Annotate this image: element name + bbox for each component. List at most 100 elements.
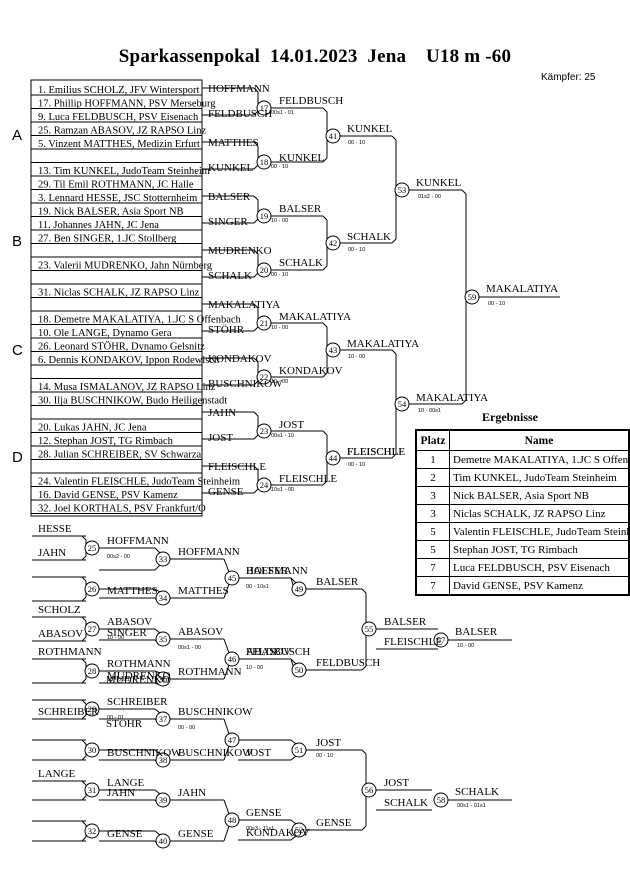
result-name: Demetre MAKALATIYA, 1.JC S Offenbach <box>449 450 630 469</box>
competitor-label: FLEISCHLE <box>279 473 337 485</box>
match-score: 00 - 10 <box>348 247 365 253</box>
match-number: 39 <box>159 795 168 805</box>
match-number-circle <box>84 782 100 798</box>
competitor-label: BALSER <box>316 576 359 588</box>
bracket-line <box>322 107 328 113</box>
match-number-circle <box>291 581 307 597</box>
match-score: 00 - 10s1 <box>246 584 269 590</box>
match-score: 10 - 00 <box>457 643 474 649</box>
draw-entry: 13. Tim KUNKEL, JudoTeam Steinheim <box>38 166 210 177</box>
competitor-label: MAKALATIYA <box>347 338 419 350</box>
draw-entry: 11. Johannes JAHN, JC Jena <box>38 220 159 231</box>
draw-entry: 12. Stephan JOST, TG Rimbach <box>38 436 174 447</box>
page-title: Sparkassenpokal 14.01.2023 Jena U18 m -6… <box>118 46 512 67</box>
competitor-label: SCHALK <box>279 257 323 269</box>
competitor-label: HOFFMANN <box>246 565 308 577</box>
bracket-line <box>81 555 87 561</box>
competitor-label: KONDAKOV <box>279 365 343 377</box>
bracket-line <box>361 749 367 755</box>
match-score: 10 - 00 <box>348 354 365 360</box>
competitor-label: SCHALK <box>455 786 499 798</box>
result-place: 5 <box>415 540 450 559</box>
match-number-circle <box>155 590 171 606</box>
match-number: 29 <box>88 704 97 714</box>
draw-entry: 1. Emilius SCHOLZ, JFV Wintersport <box>38 85 199 96</box>
draw-entry: 32. Joel KORTHALS, PSV Frankfurt/O <box>38 504 206 515</box>
match-number: 51 <box>295 745 304 755</box>
result-name: Nick BALSER, Asia Sport NB <box>449 486 630 505</box>
competitor-label: SINGER <box>208 216 248 228</box>
bracket-line <box>81 616 87 622</box>
competitor-label: JOST <box>316 737 341 749</box>
draw-entry: 5. Vinzent MATTHES, Medizin Erfurt <box>38 139 200 150</box>
match-number: 48 <box>228 815 237 825</box>
match-score: 00 - 01 <box>107 715 124 721</box>
match-score: 10 - 00 <box>271 218 288 224</box>
match-score: 00s3 - 11s1 <box>246 826 274 832</box>
match-score: 10 - 00s1 <box>107 677 130 683</box>
bracket-line <box>322 215 328 221</box>
competitor-label: BALSER <box>246 565 289 577</box>
result-place: 5 <box>415 522 450 541</box>
bracket-line <box>81 699 87 705</box>
result-place: 7 <box>415 558 450 577</box>
bracket-line <box>253 87 259 93</box>
bracket-line <box>253 411 259 417</box>
match-number-circle <box>464 289 480 305</box>
competitor-label: JAHN <box>178 787 206 799</box>
competitor-label: ROTHMANN <box>38 646 102 658</box>
draw-entry: 19. Nick BALSER, Asia Sport NB <box>38 207 184 218</box>
match-number: 49 <box>295 584 304 594</box>
draw-entry: 20. Lukas JAHN, JC Jena <box>38 423 147 434</box>
competitor-label: JOST <box>246 747 271 759</box>
draw-entry: 16. David GENSE, PSV Kamenz <box>38 490 178 501</box>
bracket-line <box>322 157 328 163</box>
pool-label-a: A <box>12 127 22 144</box>
bracket-line <box>322 480 328 486</box>
match-number-circle <box>84 581 100 597</box>
bracket-line <box>253 195 259 201</box>
match-number: 46 <box>228 654 237 664</box>
bracket-line <box>461 399 467 405</box>
competitor-label: MATTHES <box>208 137 259 149</box>
competitor-label: ABASOV <box>107 616 152 628</box>
match-number: 24 <box>260 480 269 490</box>
competitor-label: SCHREIBER <box>107 696 168 708</box>
bracket-line <box>391 238 397 244</box>
bracket-line <box>322 372 328 378</box>
match-number: 28 <box>88 666 97 676</box>
bracket-line <box>81 658 87 664</box>
match-number: 35 <box>159 634 168 644</box>
match-number-circle <box>256 154 272 170</box>
bracket-line <box>81 836 87 842</box>
competitor-label: JOST <box>279 419 304 431</box>
bracket-line <box>253 488 259 494</box>
competitor-label: GENSE <box>316 817 352 829</box>
pool-label-d: D <box>12 449 23 466</box>
match-number: 55 <box>365 624 374 634</box>
match-number-circle <box>224 651 240 667</box>
match-number-circle <box>325 235 341 251</box>
match-number-circle <box>155 833 171 849</box>
bracket-line <box>253 164 259 170</box>
result-place: 2 <box>415 468 450 487</box>
match-number-circle <box>394 396 410 412</box>
draw-entry: 30. Ilja BUSCHNIKOW, Budo Heiligenstadt <box>38 396 227 407</box>
match-number: 53 <box>398 185 407 195</box>
competitor-label: BUSCHNIKOW <box>208 378 283 390</box>
competitor-label: BALSER <box>208 191 251 203</box>
bracket-line <box>253 465 259 471</box>
bracket-line <box>391 349 397 355</box>
competitor-label: JOST <box>384 777 409 789</box>
bracket-line <box>154 564 161 571</box>
competitor-label: GENSE <box>246 807 282 819</box>
match-number: 47 <box>228 735 237 745</box>
bracket-line <box>154 588 161 593</box>
match-number-circle <box>84 621 100 637</box>
final-winner: MAKALATIYA <box>486 283 558 295</box>
match-score: 10s1 - 00 <box>271 487 294 493</box>
